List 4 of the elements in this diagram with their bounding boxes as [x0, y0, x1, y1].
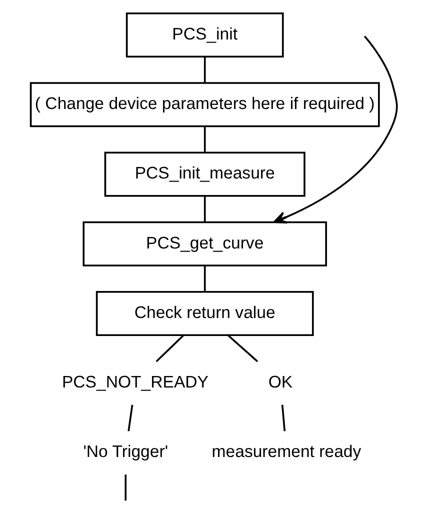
node-text: 'No Trigger' [83, 442, 168, 462]
node-text: measurement ready [212, 442, 362, 462]
node-text: OK [268, 372, 293, 392]
node-text: PCS_NOT_READY [62, 372, 209, 392]
